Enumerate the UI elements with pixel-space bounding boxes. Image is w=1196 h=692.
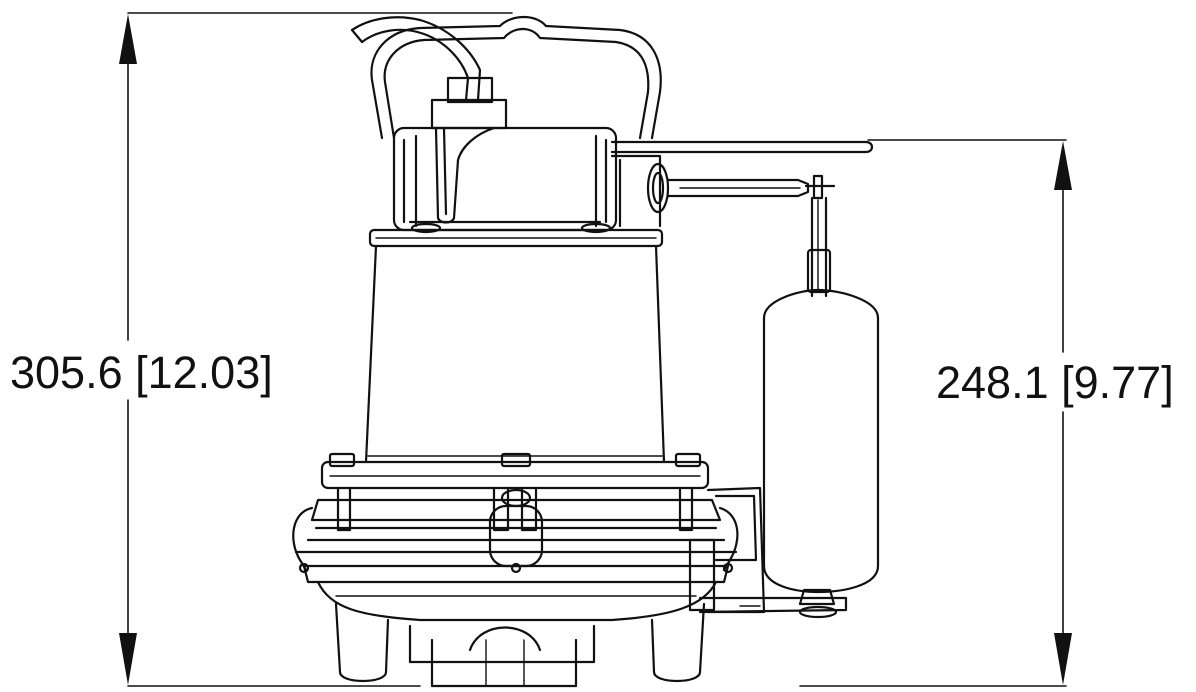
overall-height-label: 305.6 [12.03] <box>8 347 275 398</box>
arrowhead-up <box>119 14 137 64</box>
switch-bracket <box>688 486 848 614</box>
float-height-label: 248.1 [9.77] <box>934 357 1176 408</box>
float-ball <box>762 288 880 619</box>
power-cord <box>350 16 482 102</box>
pump-volute <box>292 498 739 622</box>
motor-top-cover <box>368 126 664 248</box>
float-height-dimension <box>799 139 1072 687</box>
pump-base-legs <box>334 602 706 688</box>
cord-grip <box>430 76 508 224</box>
arrowhead-down <box>119 633 137 685</box>
arrowhead-down <box>1054 633 1072 685</box>
handle <box>370 15 662 140</box>
motor-housing <box>320 244 710 490</box>
float-switch-arm <box>610 140 874 298</box>
overall-height-dimension <box>119 12 513 687</box>
flange-bolts <box>328 452 702 532</box>
arrowhead-up <box>1054 141 1072 190</box>
